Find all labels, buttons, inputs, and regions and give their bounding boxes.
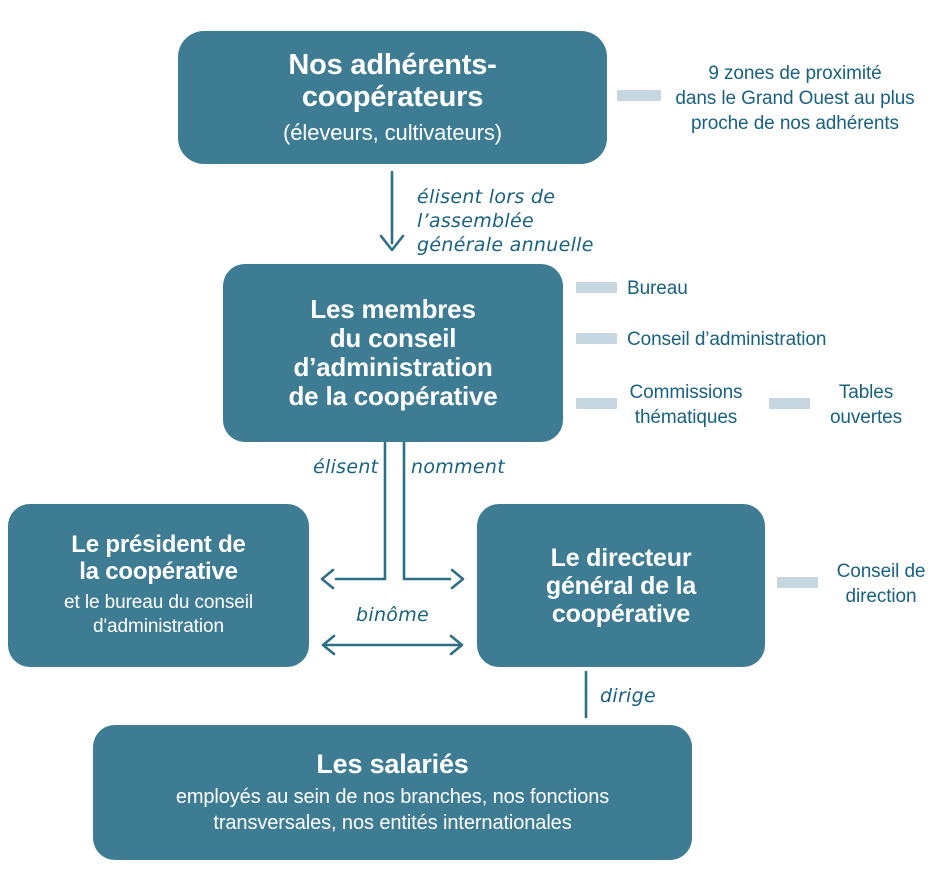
annotation-zones-proximite: 9 zones de proximité dans le Grand Ouest… (672, 61, 918, 136)
annotation-zones-line2: dans le Grand Ouest au plus (675, 88, 915, 110)
node-conseil-title-line3: d’administration (293, 352, 493, 382)
annotation-conseil-administration: Conseil d’administration (627, 329, 827, 350)
bar-conseil-administration (576, 333, 617, 344)
node-president-subtitle: et le bureau du conseil d'administration (64, 591, 253, 639)
node-conseil-administration: Les membres du conseil d’administration … (223, 264, 563, 442)
bar-conseil-direction (777, 577, 818, 588)
node-adherents-title: Nos adhérents- coopérateurs (288, 48, 497, 114)
annotation-conseil-direction-line1: Conseil de (836, 561, 926, 582)
edge-label-elisent-assemblee: élisent lors de l’assemblée générale ann… (417, 186, 594, 256)
node-president-subtitle-line2: d'administration (93, 615, 224, 637)
bar-zones-proximite (617, 90, 661, 101)
node-president-subtitle-line1: et le bureau du conseil (64, 592, 253, 614)
node-president-title-line1: Le président de (71, 531, 246, 559)
annotation-commissions-line1: Commissions (629, 382, 743, 403)
node-president-title: Le président de la coopérative (71, 531, 246, 586)
node-salaries-subtitle: employés au sein de nos branches, nos fo… (176, 784, 609, 836)
node-salaries-subtitle-line1: employés au sein de nos branches, nos fo… (175, 786, 610, 809)
arrowhead-left-president (320, 568, 335, 590)
edge-label-dirige: dirige (600, 685, 656, 707)
node-adherents-subtitle: (éleveurs, cultivateurs) (283, 119, 502, 145)
node-directeur-title-line2: général de la (545, 571, 697, 600)
edge-label-binome: binôme (356, 604, 430, 626)
node-directeur-title-line1: Le directeur (550, 543, 692, 572)
annotation-conseil-direction-line2: direction (845, 586, 917, 608)
node-conseil-title-line1: Les membres (310, 293, 476, 324)
bar-commissions-thematiques (576, 398, 617, 409)
annotation-commissions-thematiques: Commissions thématiques (624, 380, 748, 430)
annotation-conseil-direction: Conseil de direction (826, 559, 936, 609)
node-directeur-title: Le directeur général de la coopérative (546, 544, 696, 628)
arrowhead-left-binome (321, 634, 336, 656)
arrowhead-down-conseil (379, 234, 405, 252)
arrowhead-right-binome (449, 634, 464, 656)
node-directeur-general: Le directeur général de la coopérative (477, 504, 765, 667)
bar-tables-ouvertes (769, 398, 810, 409)
node-conseil-title-line2: du conseil (329, 322, 457, 353)
node-president-title-line2: la coopérative (79, 558, 238, 586)
node-conseil-title-line4: de la coopérative (288, 381, 498, 412)
annotation-tables-ouvertes: Tables ouvertes (818, 380, 914, 430)
node-directeur-title-line3: coopérative (551, 599, 691, 628)
node-salaries: Les salariés employés au sein de nos bra… (93, 725, 692, 860)
annotation-bureau: Bureau (627, 278, 688, 299)
edge-label-elisent: élisent (313, 456, 379, 478)
arrowhead-right-directeur (450, 568, 465, 590)
annotation-zones-line3: proche de nos adhérents (691, 113, 899, 135)
node-president-cooperative: Le président de la coopérative et le bur… (8, 504, 309, 667)
edge-label-nomment: nomment (411, 456, 505, 478)
annotation-tables-line1: Tables (838, 382, 894, 403)
annotation-zones-line1: 9 zones de proximité (708, 63, 882, 84)
annotation-commissions-line2: thématiques (634, 407, 738, 429)
node-salaries-subtitle-line2: transversales, nos entités international… (213, 812, 572, 835)
node-conseil-title: Les membres du conseil d’administration … (288, 293, 498, 412)
annotation-tables-line2: ouvertes (829, 407, 903, 429)
node-adherents-title-line1: Nos adhérents- (288, 48, 497, 81)
bar-bureau (576, 282, 617, 293)
node-adherents-title-line2: coopérateurs (301, 81, 484, 114)
node-salaries-title: Les salariés (316, 748, 469, 779)
node-adherents-cooperateurs: Nos adhérents- coopérateurs (éleveurs, c… (178, 31, 607, 164)
